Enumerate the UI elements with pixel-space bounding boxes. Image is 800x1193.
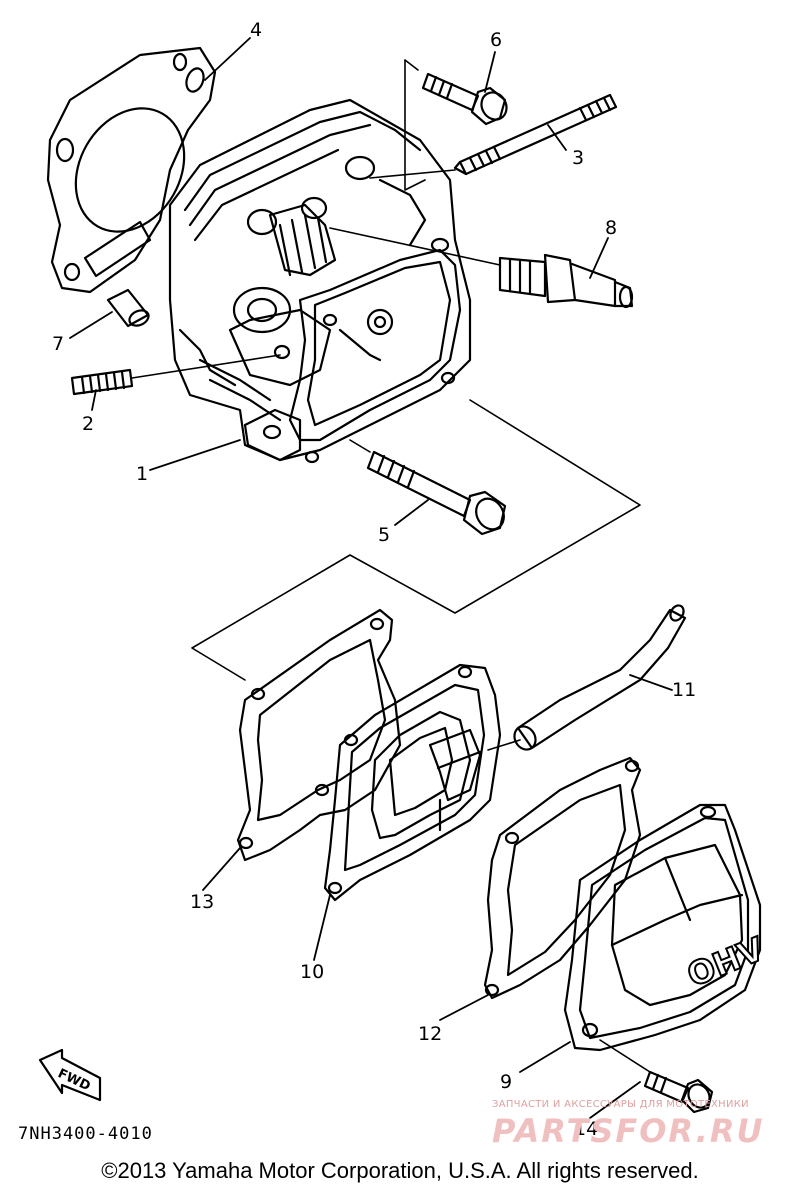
callout-3: 3 [572, 147, 584, 169]
callout-11: 11 [672, 679, 696, 701]
cylinder-head-part-1 [168, 98, 472, 464]
callout-7: 7 [52, 333, 64, 355]
callout-10: 10 [300, 961, 324, 983]
bolt-part-14 [599, 1039, 714, 1114]
callout-1: 1 [136, 463, 148, 485]
callout-5: 5 [378, 524, 390, 546]
copyright-notice: ©2013 Yamaha Motor Corporation, U.S.A. A… [101, 1158, 699, 1183]
callout-14: 14 [574, 1118, 598, 1140]
part-code: 7NH3400-4010 [18, 1124, 153, 1144]
callout-6: 6 [490, 29, 502, 51]
callout-4: 4 [250, 19, 262, 41]
watermark-tagline: ЗАПЧАСТИ И АКСЕССУАРЫ ДЛЯ МОТОТЕХНИКИ [492, 1099, 749, 1110]
breather-hose-part-11 [513, 604, 687, 751]
callout-13: 13 [190, 891, 214, 913]
callout-2: 2 [82, 413, 94, 435]
watermark-logo: PARTSFOR.RU [492, 1112, 765, 1150]
bolt-part-5 [349, 439, 507, 536]
breather-plate-part-10 [323, 663, 521, 902]
stud-bolt-part-2 [70, 354, 281, 396]
stud-bolt-part-3 [369, 93, 618, 179]
spark-plug-part-8 [329, 227, 634, 309]
callout-8: 8 [605, 217, 617, 239]
callout-12: 12 [418, 1023, 442, 1045]
rocker-gasket-part-13 [236, 608, 402, 862]
cover-ohv-text: OHV [682, 930, 769, 995]
dowel-pin-part-7 [106, 288, 150, 328]
fwd-direction-arrow [38, 1048, 102, 1102]
rocker-cover-part-9 [563, 803, 762, 1052]
head-gasket-part-4 [46, 46, 217, 294]
callout-9: 9 [500, 1071, 512, 1093]
bolt-part-6 [404, 59, 508, 191]
